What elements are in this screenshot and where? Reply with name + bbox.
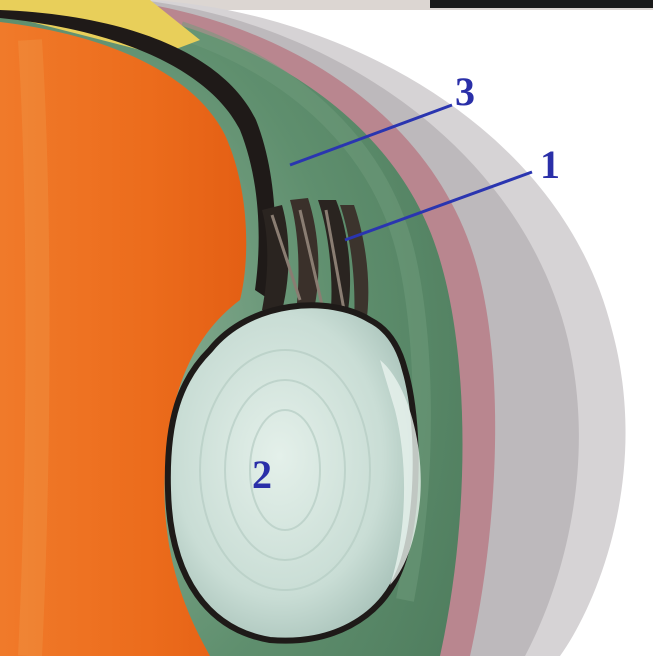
label-2: 2 [252, 455, 272, 495]
top-right-dark-strip [430, 0, 653, 8]
vitreous-highlight [30, 40, 38, 656]
label-1: 1 [540, 145, 560, 185]
label-3: 3 [455, 72, 475, 112]
